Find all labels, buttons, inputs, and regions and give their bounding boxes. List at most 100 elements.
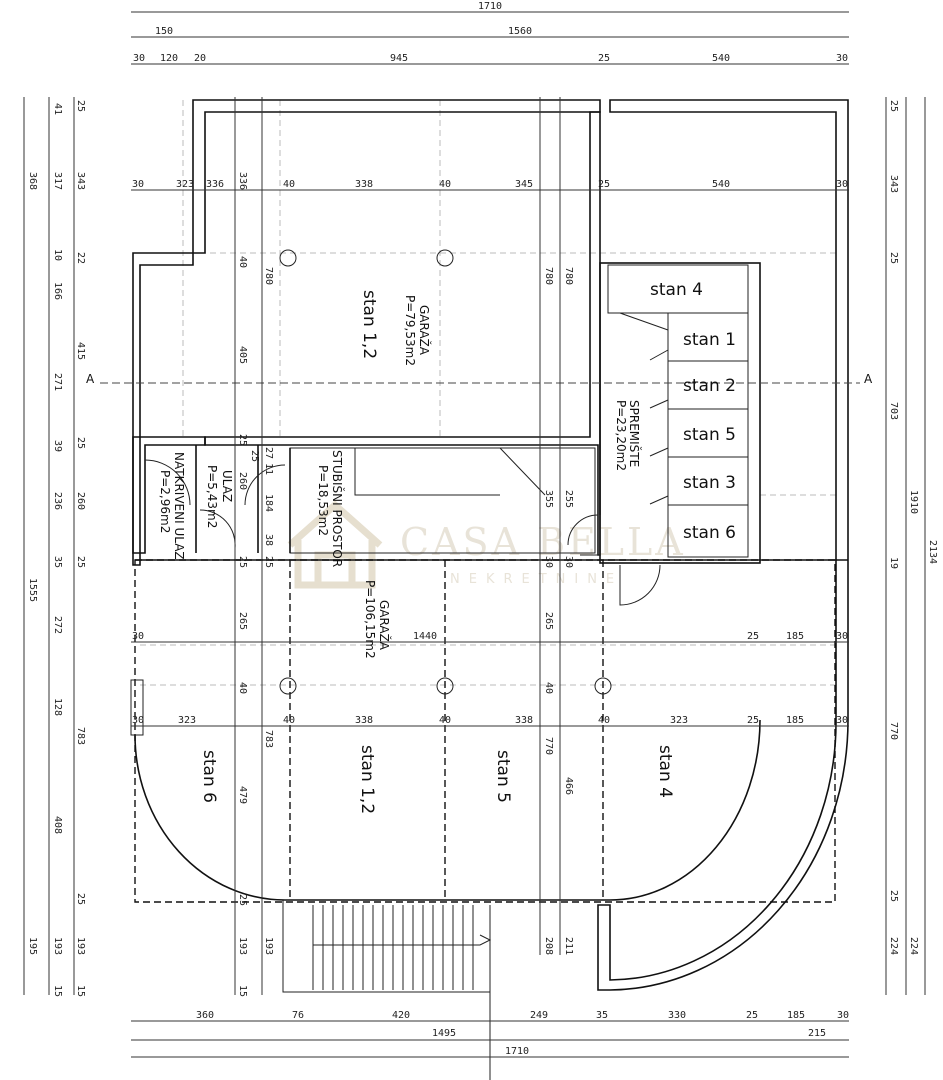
dim: 479 — [237, 786, 248, 804]
dim: 343 — [888, 175, 899, 193]
dim: 41 — [52, 103, 63, 115]
dim: 336 — [237, 172, 248, 190]
dim: 345 — [515, 179, 533, 190]
dim: 540 — [712, 53, 730, 64]
dim: 150 — [155, 26, 173, 37]
dim: 368 — [27, 172, 38, 190]
watermark: CASA BELLA NEKRETNINE — [287, 500, 686, 589]
dim: 265 — [237, 612, 248, 630]
dim: 540 — [712, 179, 730, 190]
dim: 40 — [543, 682, 554, 694]
dim: 10 — [52, 249, 63, 261]
section-marker-left: A — [86, 372, 95, 386]
dim: 1710 — [505, 1046, 529, 1057]
room-name-garage-lower: GARAŽA — [377, 600, 392, 651]
dim: 20 — [194, 53, 206, 64]
dim: 323 — [670, 715, 688, 726]
dim: 39 — [52, 440, 63, 452]
dim: 1910 — [908, 490, 919, 514]
dim: 38 — [263, 534, 274, 546]
dim: 25 — [746, 1010, 758, 1021]
dim: 260 — [75, 492, 86, 510]
dim: 25 — [249, 450, 260, 462]
dim: 783 — [263, 730, 274, 748]
dim: 25 — [747, 715, 759, 726]
dim: 40 — [237, 256, 248, 268]
dim: 1555 — [27, 578, 38, 602]
dim: 30 — [836, 715, 848, 726]
dim: 35 — [52, 556, 63, 568]
dim: 1440 — [413, 631, 437, 642]
dim: 30 — [132, 179, 144, 190]
room-name-entry: ULAZ — [220, 470, 234, 502]
dim: 25 — [888, 100, 899, 112]
dim: 317 — [52, 172, 63, 190]
dim: 249 — [530, 1010, 548, 1021]
dim: 1495 — [432, 1028, 456, 1039]
dim: 40 — [598, 715, 610, 726]
lower-floor — [130, 249, 848, 1080]
dim: 30 — [836, 53, 848, 64]
interior-dimensions-mid: 30 1440 25 185 30 — [132, 631, 848, 642]
storage-unit-stan-5: stan 5 — [683, 425, 736, 445]
dim: 215 — [808, 1028, 826, 1039]
dim: 193 — [75, 937, 86, 955]
dim: 40 — [283, 715, 295, 726]
dim: 25 — [237, 556, 248, 568]
dim: 15 — [237, 985, 248, 997]
vertical-dimensions: 368 1555 195 41 317 10 166 271 39 236 35… — [27, 100, 938, 997]
dim: 2134 — [927, 540, 938, 564]
dim: 25 — [747, 631, 759, 642]
dim: 40 — [283, 179, 295, 190]
dim: 25 — [888, 252, 899, 264]
dim: 360 — [196, 1010, 214, 1021]
dim: 15 — [75, 985, 86, 997]
room-area-storage: P=23,20m2 — [614, 400, 628, 471]
room-name-stair: STUBIŠNI PROSTOR — [330, 450, 345, 567]
storage-unit-stan-6: stan 6 — [683, 523, 736, 543]
dim: 323 — [178, 715, 196, 726]
unit-label-stan-4: stan 4 — [655, 745, 675, 798]
dim: 770 — [543, 737, 554, 755]
dim: 25 — [598, 179, 610, 190]
dim: 703 — [888, 402, 899, 420]
dim: 30 — [133, 53, 145, 64]
room-area-covered-entry: P=2,96m2 — [158, 470, 172, 533]
storage-unit-stan-3: stan 3 — [683, 473, 736, 493]
watermark-brand: CASA BELLA — [400, 520, 686, 564]
storage-unit-stan-4: stan 4 — [650, 280, 703, 300]
dim: 336 — [206, 179, 224, 190]
dim: 236 — [52, 492, 63, 510]
dim: 323 — [176, 179, 194, 190]
dim: 420 — [392, 1010, 410, 1021]
dim: 770 — [888, 722, 899, 740]
dim: 355 — [543, 490, 554, 508]
dim: 30 — [132, 631, 144, 642]
dim: 271 — [52, 373, 63, 391]
dim: 30 — [836, 631, 848, 642]
dim: 25 — [75, 556, 86, 568]
interior-dimensions-top: 30 323 336 40 338 40 345 25 540 30 — [132, 179, 848, 190]
unit-label-stan-12: stan 1,2 — [357, 745, 377, 814]
storage-unit-stan-1: stan 1 — [683, 330, 736, 350]
dim: 25 — [263, 556, 274, 568]
dim: 185 — [786, 715, 804, 726]
dim: 415 — [75, 342, 86, 360]
dim: 30 — [563, 556, 574, 568]
dim: 255 — [563, 490, 574, 508]
dim: 30 — [837, 1010, 849, 1021]
dim: 25 — [237, 894, 248, 906]
dim: 193 — [237, 937, 248, 955]
dim: 30 — [543, 556, 554, 568]
dim: 128 — [52, 698, 63, 716]
top-dimensions: 1710 150 1560 30 120 20 945 25 540 30 — [133, 1, 848, 64]
room-labels: stan 1,2 GARAŽA P=79,53m2 SPREMIŠTE P=23… — [158, 280, 736, 814]
dim: 338 — [355, 715, 373, 726]
dim: 208 — [543, 937, 554, 955]
unit-label-stan-5: stan 5 — [493, 750, 513, 803]
room-area-stair: P=18,53m2 — [316, 465, 330, 536]
room-area-garage-upper: P=79,53m2 — [403, 295, 417, 366]
dim: 185 — [787, 1010, 805, 1021]
dim: 272 — [52, 616, 63, 634]
